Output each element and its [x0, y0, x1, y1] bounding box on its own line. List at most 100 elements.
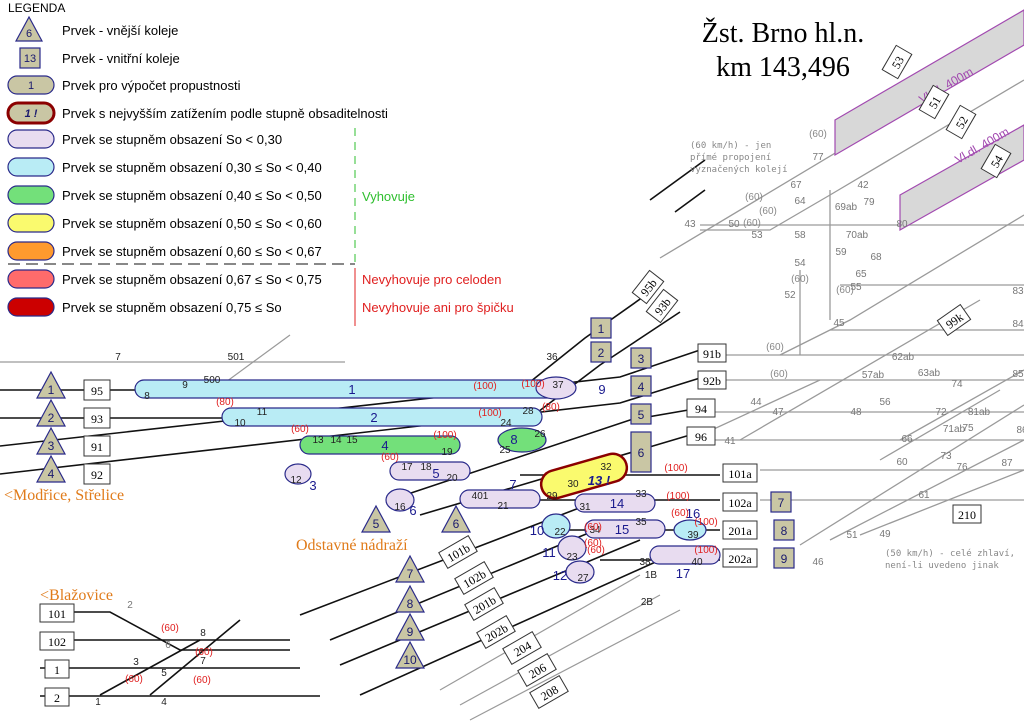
capsule-13[interactable] — [538, 450, 630, 501]
outer-triangle-3[interactable] — [35, 426, 67, 455]
switch-number-50-40: 50 — [728, 219, 740, 230]
capsule-11[interactable] — [557, 535, 587, 561]
capsule-7[interactable] — [459, 489, 541, 509]
capsule-15[interactable] — [584, 519, 666, 539]
inner-square-2[interactable] — [590, 341, 612, 363]
inner-square-9[interactable] — [773, 547, 795, 569]
switch-number-7-0: 7 — [115, 352, 121, 363]
track-box-95 — [83, 379, 111, 401]
switch-number-67-42: 67 — [790, 180, 802, 191]
speed-label-16: (60) — [809, 129, 827, 140]
speed-label-10: (60) — [671, 508, 689, 519]
outer-triangle-9[interactable] — [394, 612, 426, 641]
capsule-4[interactable] — [299, 435, 461, 455]
capsule-9[interactable] — [535, 376, 577, 400]
element-label-9: 9 — [598, 382, 605, 397]
lower-label-102: 102 — [48, 635, 66, 649]
outer-triangle-5[interactable] — [360, 504, 392, 533]
switch-number-27-34: 27 — [577, 573, 589, 584]
legend-square-icon — [19, 47, 41, 69]
switch-number-31-28: 31 — [579, 502, 591, 513]
track-label-96: 96 — [695, 430, 707, 444]
lower-box-101b — [438, 535, 478, 569]
legend-text-8: Prvek se stupněm obsazení 0,60 ≤ So < 0,… — [62, 244, 322, 259]
legend-swatch-6 — [7, 185, 55, 205]
station-km: km 143,496 — [716, 52, 850, 83]
capsule-10[interactable] — [541, 513, 571, 539]
legend-swatch-7 — [7, 213, 55, 233]
capsule-16[interactable] — [673, 519, 707, 541]
inner-square-label-5: 5 — [638, 408, 645, 422]
switch-number-71ab-70: 71ab — [943, 424, 966, 435]
element-label-8: 8 — [510, 432, 517, 447]
element-label-2: 2 — [370, 410, 377, 425]
element-label-13: 13 ! — [588, 473, 611, 488]
switch-number-49-81: 49 — [879, 529, 891, 540]
inner-square-6[interactable] — [630, 431, 652, 473]
lower-box-group-201b: 201b — [464, 587, 504, 621]
capsule-17[interactable] — [649, 545, 721, 565]
capsule-3[interactable] — [284, 463, 312, 485]
inner-square-3[interactable] — [630, 347, 652, 369]
outer-triangle-7[interactable] — [394, 554, 426, 583]
capsule-6[interactable] — [385, 488, 415, 512]
outer-triangle-10[interactable] — [394, 640, 426, 669]
inner-square-5[interactable] — [630, 403, 652, 425]
note-top: (60 km/h) - jen — [690, 141, 771, 151]
switch-number-40-36: 40 — [691, 557, 703, 568]
outer-triangle-1[interactable] — [35, 370, 67, 399]
lower-box-group-101: 101 — [39, 603, 75, 623]
switch-number-7-89: 7 — [200, 656, 206, 667]
lower-box-group-204: 204 — [502, 631, 542, 665]
switch-number-38-35: 38 — [639, 557, 651, 568]
switch-number-80-55: 80 — [896, 219, 908, 230]
switch-number-85-66: 85 — [1012, 369, 1024, 380]
switch-number-73-76: 73 — [940, 451, 952, 462]
legend-symbol-3: 1 ! — [25, 108, 38, 120]
track-box-group-210: 210 — [952, 504, 982, 524]
capsule-2[interactable] — [221, 407, 543, 427]
speed-label-17: (60) — [745, 192, 763, 203]
track-box-group-51: 51 — [918, 84, 950, 120]
capsule-8[interactable] — [497, 427, 547, 453]
inner-square-label-1: 1 — [598, 322, 605, 336]
element-label-15: 15 — [615, 522, 629, 537]
speed-label-6: (100) — [521, 379, 544, 390]
switch-number-401-16: 401 — [472, 491, 489, 502]
switch-number-16-15: 16 — [394, 502, 406, 513]
lower-label-1: 1 — [54, 663, 60, 677]
capsule-14[interactable] — [574, 493, 656, 513]
inner-square-1[interactable] — [590, 317, 612, 339]
track-box-210 — [952, 504, 982, 524]
speed-label-9: (100) — [664, 463, 687, 474]
track-box-101a — [722, 463, 758, 483]
legend-swatch-10 — [7, 297, 55, 317]
inner-square-7[interactable] — [770, 491, 792, 513]
inner-square-4[interactable] — [630, 375, 652, 397]
speed-label-19: (60) — [743, 218, 761, 229]
speed-label-1: (80) — [216, 397, 234, 408]
track-box-group-93b: 93b — [645, 288, 679, 324]
inner-square-label-6: 6 — [638, 446, 645, 460]
legend-status-fail-peak: Nevyhovuje ani pro špičku — [362, 300, 514, 315]
outer-triangle-4[interactable] — [35, 454, 67, 483]
switch-number-33-29: 33 — [635, 489, 647, 500]
capsule-12[interactable] — [565, 560, 595, 584]
outer-triangle-8[interactable] — [394, 584, 426, 613]
switch-number-5-88: 5 — [161, 668, 167, 679]
track-box-52 — [945, 104, 977, 140]
switch-number-1-90: 1 — [95, 697, 101, 708]
switch-number-81ab-71: 81ab — [968, 407, 991, 418]
outer-triangle-2[interactable] — [35, 398, 67, 427]
switch-number-36-18: 36 — [546, 352, 558, 363]
lower-box-206 — [517, 653, 557, 687]
switch-number-51-80: 51 — [846, 530, 858, 541]
switch-number-66-74: 66 — [901, 434, 913, 445]
outer-triangle-6[interactable] — [440, 504, 472, 533]
inner-square-8[interactable] — [773, 519, 795, 541]
capsule-5[interactable] — [389, 461, 471, 481]
track-box-99k — [936, 303, 972, 337]
switch-number-75-72: 75 — [962, 423, 974, 434]
switch-number-39-32: 39 — [687, 530, 699, 541]
